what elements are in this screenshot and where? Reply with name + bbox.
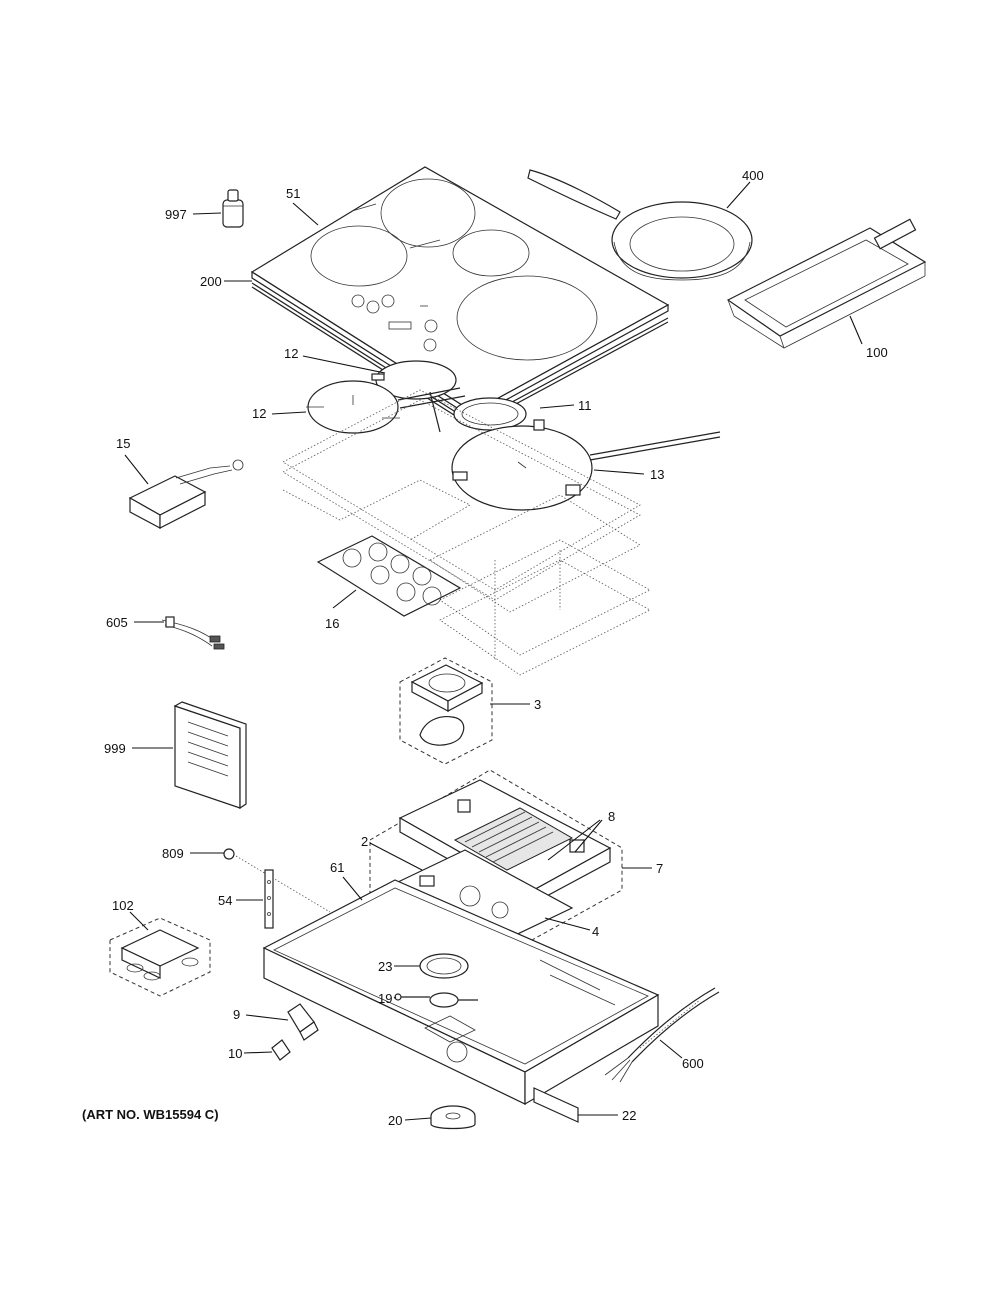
part-54-bracket: [264, 869, 274, 929]
callout-600: 600: [682, 1056, 704, 1071]
part-22-label: [533, 1087, 579, 1123]
callout-51: 51: [286, 186, 300, 201]
part-13-coil-large: [451, 419, 721, 511]
part-3-fan-assembly: [399, 657, 493, 765]
callout-54: 54: [218, 893, 232, 908]
part-11-coil-small: [453, 397, 527, 431]
callout-605: 605: [106, 615, 128, 630]
callout-2: 2: [361, 834, 368, 849]
part-997-bottle: [222, 189, 244, 228]
leader-lines: [124, 181, 863, 1121]
part-9-clip: [287, 1003, 319, 1041]
part-12-coil-front: [306, 380, 466, 434]
part-12-coil-rear: [371, 360, 457, 400]
part-605-wire-harness: [161, 616, 225, 650]
callout-12-rear: 12: [284, 346, 298, 361]
part-20-foot: [430, 1105, 476, 1130]
callout-9: 9: [233, 1007, 240, 1022]
part-809-screw: [223, 848, 331, 913]
callout-809: 809: [162, 846, 184, 861]
callout-13: 13: [650, 467, 664, 482]
art-number: (ART NO. WB15594 C): [82, 1107, 219, 1122]
callout-20: 20: [388, 1113, 402, 1128]
callout-16: 16: [325, 616, 339, 631]
part-61-bottom-pan: [262, 879, 660, 1106]
callout-200: 200: [200, 274, 222, 289]
part-600-power-cord: [604, 987, 720, 1083]
callout-999: 999: [104, 741, 126, 756]
callout-15: 15: [116, 436, 130, 451]
callout-4: 4: [592, 924, 599, 939]
part-23-ring: [419, 953, 469, 979]
callout-labels: 997 51 200 400 100 12 12 11 15 13 605 16…: [104, 168, 888, 1128]
part-102-terminal-block: [109, 917, 211, 997]
callout-100: 100: [866, 345, 888, 360]
part-16-control-board: [316, 535, 462, 617]
callout-61: 61: [330, 860, 344, 875]
callout-19: 19: [378, 991, 392, 1006]
part-400-frying-pan: [527, 169, 753, 281]
part-15-power-module: [128, 459, 244, 529]
callout-997: 997: [165, 207, 187, 222]
callout-23: 23: [378, 959, 392, 974]
callout-8: 8: [608, 809, 615, 824]
callout-3: 3: [534, 697, 541, 712]
callout-7: 7: [656, 861, 663, 876]
part-999-manual: [173, 701, 247, 810]
callout-102: 102: [112, 898, 134, 913]
callout-400: 400: [742, 168, 764, 183]
callout-11: 11: [578, 398, 592, 413]
part-10-clip: [271, 1039, 291, 1061]
coil-mounting-plates: [282, 389, 651, 676]
part-19-sensor: [394, 992, 478, 1008]
part-100-griddle: [726, 218, 927, 349]
callout-10: 10: [228, 1046, 242, 1061]
callout-12-front: 12: [252, 406, 266, 421]
callout-22: 22: [622, 1108, 636, 1123]
